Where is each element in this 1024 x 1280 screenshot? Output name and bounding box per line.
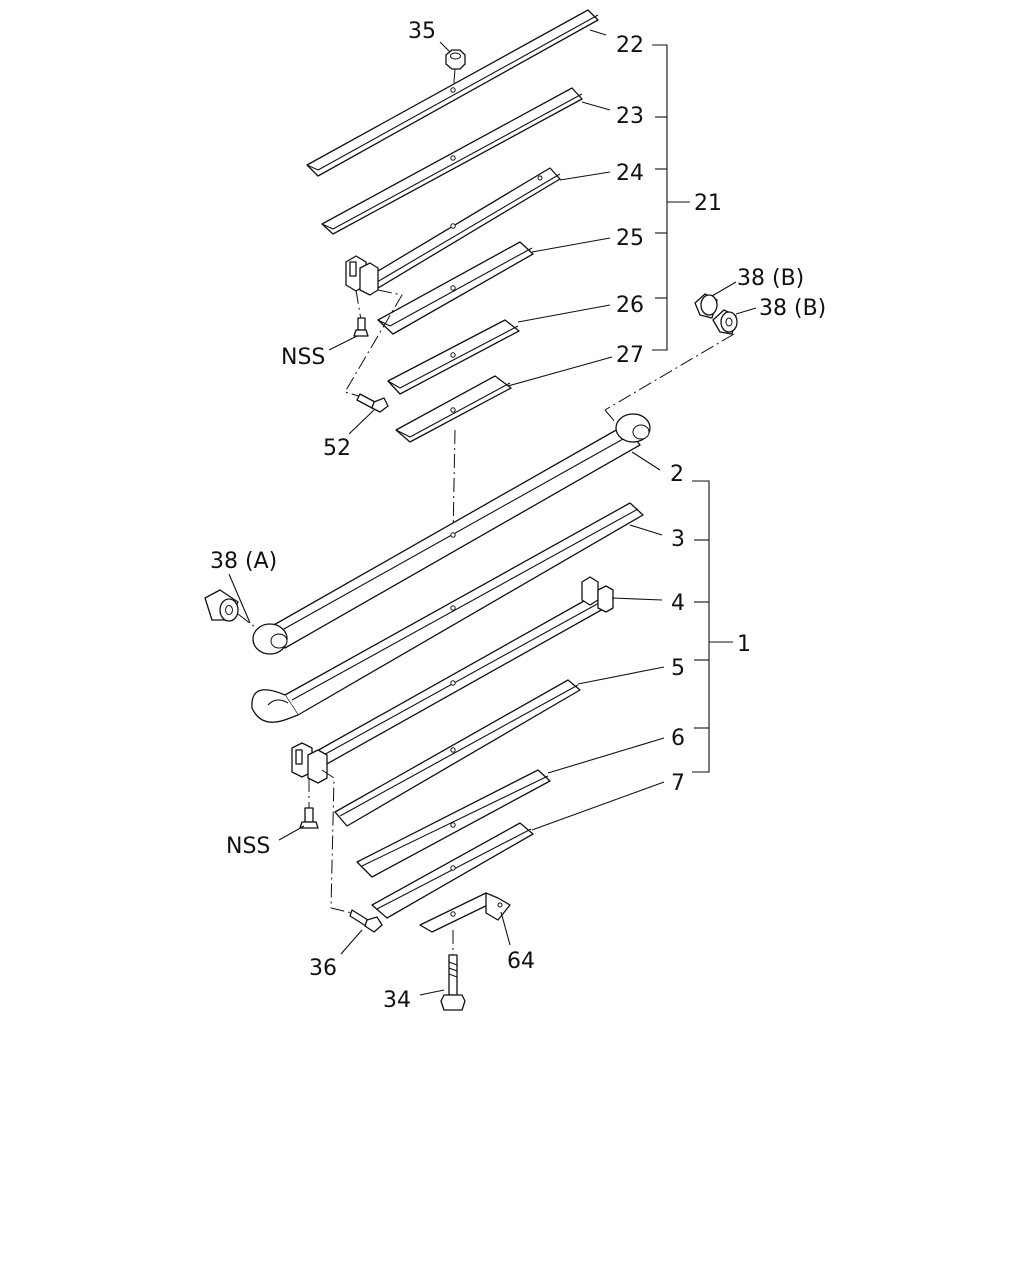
leaf-3 bbox=[251, 502, 644, 723]
nut-35 bbox=[445, 49, 466, 96]
leaf-23 bbox=[321, 87, 583, 235]
bolt-nss-lower bbox=[299, 778, 319, 829]
callout-26: 26 bbox=[616, 293, 644, 318]
leaf-22 bbox=[306, 9, 599, 177]
callout-7: 7 bbox=[671, 771, 685, 796]
bolt-36 bbox=[321, 769, 383, 933]
callout-35: 35 bbox=[408, 19, 436, 44]
callout-23: 23 bbox=[616, 104, 644, 129]
leaf-5 bbox=[334, 679, 581, 827]
callout-64: 64 bbox=[507, 949, 535, 974]
bracket-64 bbox=[419, 892, 511, 933]
leaf-2 bbox=[252, 413, 651, 655]
bolt-nss-upper bbox=[353, 289, 369, 337]
leaf-25 bbox=[377, 241, 534, 335]
bracket-group-1 bbox=[692, 480, 733, 773]
callout-22: 22 bbox=[616, 33, 644, 58]
callout-3: 3 bbox=[671, 527, 685, 552]
callout-38b-1: 38 (B) bbox=[737, 266, 804, 291]
callout-34: 34 bbox=[383, 988, 411, 1013]
clip-upper bbox=[345, 255, 379, 296]
callout-24: 24 bbox=[616, 161, 644, 186]
callout-1: 1 bbox=[737, 632, 751, 657]
callout-nss-upper: NSS bbox=[281, 345, 325, 370]
bracket-group-21 bbox=[652, 44, 690, 351]
callout-38a: 38 (A) bbox=[210, 549, 277, 574]
leaf-7 bbox=[371, 822, 534, 919]
callout-52: 52 bbox=[323, 436, 351, 461]
leaf-6 bbox=[356, 769, 551, 878]
callout-nss-lower: NSS bbox=[226, 834, 270, 859]
callout-36: 36 bbox=[309, 956, 337, 981]
callout-2: 2 bbox=[670, 462, 684, 487]
callout-21: 21 bbox=[694, 191, 722, 216]
callout-6: 6 bbox=[671, 726, 685, 751]
callout-38b-2: 38 (B) bbox=[759, 296, 826, 321]
leader-lines bbox=[228, 29, 757, 996]
callout-25: 25 bbox=[616, 226, 644, 251]
callout-5: 5 bbox=[671, 656, 685, 681]
bolt-52 bbox=[344, 289, 403, 413]
leaf-26 bbox=[387, 319, 520, 395]
bushing-38b-1 bbox=[694, 293, 718, 319]
callout-4: 4 bbox=[671, 591, 685, 616]
bushing-38a bbox=[204, 589, 257, 629]
callout-labels: 35 22 23 24 25 26 27 21 38 (B) 38 (B) NS… bbox=[210, 19, 826, 1013]
bushing-38b-2 bbox=[712, 309, 738, 335]
clip-lower-right bbox=[581, 576, 614, 613]
clip-lower-left bbox=[291, 742, 328, 784]
bolt-34 bbox=[440, 930, 466, 1011]
callout-27: 27 bbox=[616, 343, 644, 368]
leaf-27 bbox=[395, 375, 512, 443]
